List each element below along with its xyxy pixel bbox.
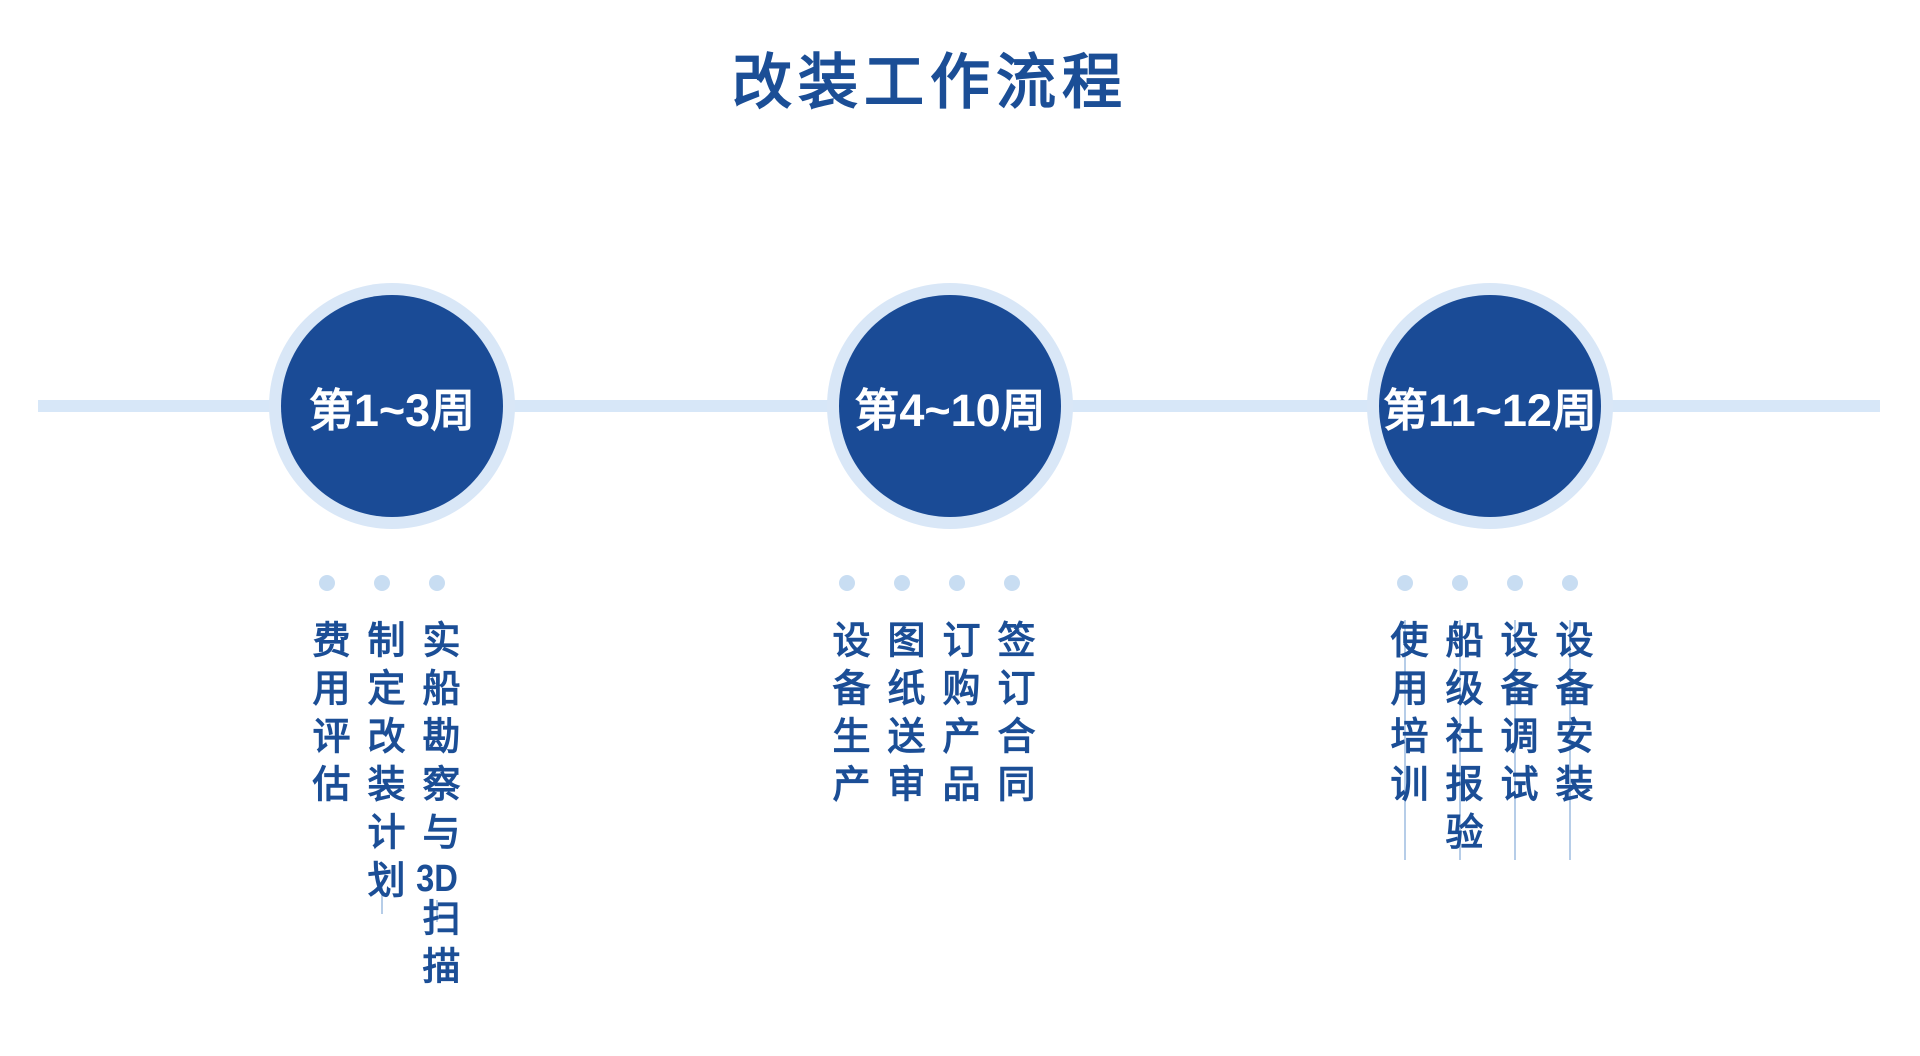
- bullet-dot-icon: [318, 575, 335, 591]
- task-item: 使用培训: [1377, 620, 1432, 860]
- task-item: 设备调试: [1487, 620, 1542, 860]
- task-item: 签订合同: [991, 620, 1033, 812]
- week-circle: 第11~12周: [1379, 295, 1601, 517]
- task-item: 费用评估: [306, 620, 348, 812]
- task-group-week-1-3: 实船勘察与3D扫描 制定改装计划 费用评估: [299, 575, 464, 994]
- bullet-dot-icon: [373, 575, 390, 591]
- bullet-dot-row: [819, 575, 1039, 591]
- bullet-dot-icon: [1396, 575, 1413, 591]
- leader-line: [436, 900, 438, 922]
- timeline-node-week-4-10: 第4~10周: [827, 283, 1073, 529]
- bullet-dot-icon: [1506, 575, 1523, 591]
- task-item: 船级社报验: [1432, 620, 1487, 860]
- bullet-dot-row: [299, 575, 464, 591]
- task-item: 订购产品: [936, 620, 978, 812]
- task-item: 设备安装: [1542, 620, 1597, 860]
- bullet-dot-icon: [1561, 575, 1578, 591]
- task-group-week-11-12: 设备安装 设备调试 船级社报验 使用培训: [1377, 575, 1597, 860]
- task-item: 图纸送审: [881, 620, 923, 812]
- week-circle: 第4~10周: [839, 295, 1061, 517]
- bullet-dot-icon: [1003, 575, 1020, 591]
- page-title: 改装工作流程: [732, 49, 1128, 116]
- bullet-dot-icon: [948, 575, 965, 591]
- leader-line: [381, 886, 383, 914]
- bullet-dot-icon: [838, 575, 855, 591]
- task-list: 实船勘察与3D扫描 制定改装计划 费用评估: [299, 620, 464, 994]
- task-item: 制定改装计划: [361, 620, 403, 908]
- bullet-dot-row: [1377, 575, 1597, 591]
- task-list: 签订合同 订购产品 图纸送审 设备生产: [819, 620, 1039, 812]
- week-label: 第11~12周: [1383, 384, 1597, 436]
- week-label: 第4~10周: [854, 384, 1046, 436]
- week-label: 第1~3周: [308, 384, 476, 436]
- task-item: 实船勘察与3D扫描: [416, 620, 458, 994]
- timeline-node-week-1-3: 第1~3周: [269, 283, 515, 529]
- week-circle: 第1~3周: [281, 295, 503, 517]
- task-list: 设备安装 设备调试 船级社报验 使用培训: [1377, 620, 1597, 860]
- timeline-node-week-11-12: 第11~12周: [1367, 283, 1613, 529]
- bullet-dot-icon: [1451, 575, 1468, 591]
- bullet-dot-icon: [893, 575, 910, 591]
- bullet-dot-icon: [428, 575, 445, 591]
- task-item: 设备生产: [826, 620, 868, 812]
- task-group-week-4-10: 签订合同 订购产品 图纸送审 设备生产: [819, 575, 1039, 812]
